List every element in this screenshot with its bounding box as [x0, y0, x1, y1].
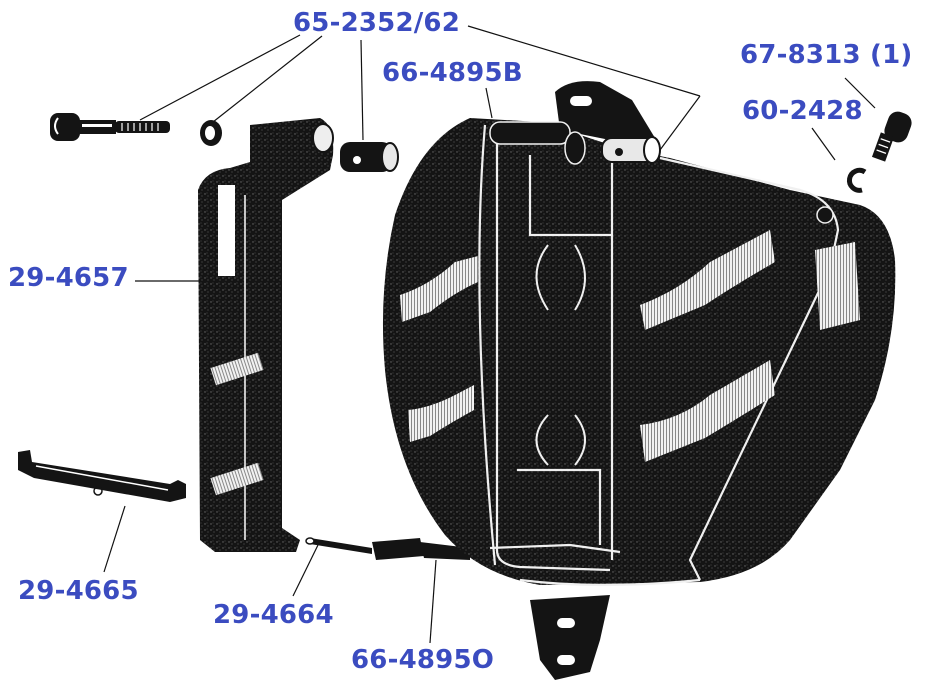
label-screw: 65-2352/62 [293, 8, 461, 38]
bracket-arm-part [198, 118, 334, 552]
screw-part [50, 113, 170, 141]
toolbox-cover-part [382, 81, 896, 680]
circlip-part [847, 167, 867, 193]
label-knob: 67-8313 (1) [740, 40, 913, 70]
label-pin: 29-4664 [213, 600, 334, 630]
label-bracket-bottom: 66-4895O [351, 645, 495, 675]
spacer-part [340, 142, 399, 172]
label-bracket-top: 66-4895B [382, 58, 523, 88]
label-washer-clip: 60-2428 [742, 96, 863, 126]
pin-part [305, 537, 470, 560]
washer-part [200, 120, 222, 146]
label-strap: 29-4665 [18, 576, 139, 606]
strap-part [18, 450, 186, 502]
leader-lines [103, 25, 876, 644]
knob-part [871, 111, 912, 162]
label-bracket-arm: 29-4657 [8, 263, 129, 293]
